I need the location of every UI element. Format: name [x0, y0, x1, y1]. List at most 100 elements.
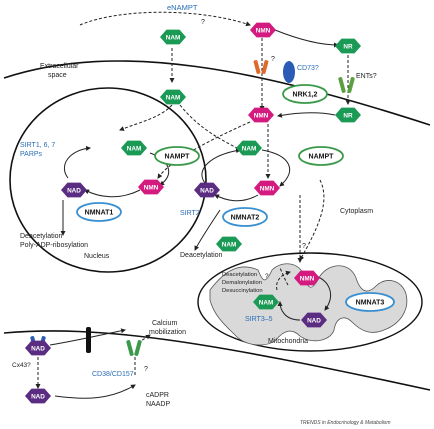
nad-intracellular: NAD — [25, 388, 51, 404]
nam-mitochondria-label: NAM — [259, 299, 274, 306]
nad-nucleus-hexagon — [61, 182, 87, 198]
mitochondria-label: Mitochondria — [268, 338, 308, 345]
nmn-extracellular-label: NMN — [256, 27, 271, 34]
nad-extracellular-hexagon — [25, 340, 51, 356]
nad-mitochondria: NAD — [301, 312, 327, 328]
nad-intracellular-hexagon — [25, 388, 51, 404]
sirt35-label: SIRT3–5 — [245, 316, 273, 323]
mito-reaction-line3: Desuccinylation — [222, 288, 263, 294]
nam-extracellular-hexagon — [160, 29, 186, 45]
nucleus-membrane — [9, 87, 207, 273]
nam-deacetylation-hexagon — [216, 236, 242, 252]
cd73-protein — [283, 61, 295, 83]
ent-transporter — [338, 77, 355, 93]
nam-cytoplasm-hexagon — [236, 140, 262, 156]
nad-mitochondria-label: NAD — [307, 317, 321, 324]
nad-cytoplasm: NAD — [194, 182, 220, 198]
extracellular-label-line1: Extracellular — [40, 63, 79, 70]
mito-question-2: ? — [265, 273, 269, 280]
nr-extracellular-hexagon — [335, 38, 361, 54]
nam-cytoplasm-label: NAM — [242, 145, 257, 152]
sirt-nucleus-line1: SIRT1, 6, 7 — [20, 142, 55, 149]
nam-deacetylation-label: NAM — [222, 241, 237, 248]
nmn-nucleus-hexagon — [138, 179, 164, 195]
nmn-mitochondria: NMN — [294, 270, 320, 286]
nr-cytoplasm-hexagon — [335, 107, 361, 123]
deacetylation-cytoplasm-label: Deacetylation — [180, 252, 223, 259]
nr-cytoplasm: NR — [335, 107, 361, 123]
nmn-mitochondria-hexagon — [294, 270, 320, 286]
nam-nucleus: NAM — [121, 140, 147, 156]
nucleus-label: Nucleus — [84, 253, 110, 260]
nmn-extracellular: NMN — [250, 22, 276, 38]
mito-question: ? — [302, 243, 306, 250]
channel-question: ? — [271, 56, 275, 63]
cx43-label: Cx43? — [12, 362, 31, 369]
nad-extracellular-label: NAD — [31, 345, 45, 352]
deacetylation-nucleus-line1: Deacetylation — [20, 233, 63, 240]
pathway-arrows — [35, 11, 351, 399]
cytoplasm-label: Cytoplasm — [340, 208, 373, 215]
nmn-nucleus-label: NMN — [144, 184, 159, 191]
nmn-mitochondria-label: NMN — [300, 275, 315, 282]
nmn-cytoplasm-hexagon — [254, 180, 280, 196]
cadpr-line1: cADPR — [146, 392, 169, 399]
sirt2-label: SIRT2 — [180, 210, 200, 217]
plasma-membrane-top — [3, 60, 431, 126]
calcium-question: ? — [144, 366, 148, 373]
nad-intracellular-label: NAD — [31, 393, 45, 400]
enzyme-nmnat2-label: NMNAT2 — [231, 215, 260, 222]
nam-extracellular: NAM — [160, 29, 186, 45]
nam-membrane: NAM — [160, 89, 186, 105]
nam-mitochondria-hexagon — [253, 294, 279, 310]
enzyme-nmnat3-label: NMNAT3 — [356, 300, 385, 307]
nad-extracellular: NAD — [25, 340, 51, 356]
enzyme-nrk-label: NRK1,2 — [293, 92, 318, 99]
nmn-cytoplasm-top-hexagon — [248, 107, 274, 123]
ents-label: ENTs? — [356, 73, 377, 80]
nr-extracellular-label: NR — [343, 43, 353, 50]
nad-nucleus-label: NAD — [67, 187, 81, 194]
enzyme-nmnat2 — [222, 207, 268, 227]
enzyme-nmnat1-label: NMNAT1 — [85, 210, 114, 217]
enzyme-nampt-cytoplasm — [298, 146, 344, 166]
nr-cytoplasm-label: NR — [343, 112, 353, 119]
enzyme-nrk — [282, 84, 328, 104]
enzyme-nampt-cytoplasm-label: NAMPT — [309, 154, 335, 161]
deacetylation-nucleus-line2: Poly-ADP-ribosylation — [20, 242, 88, 249]
nam-mitochondria: NAM — [253, 294, 279, 310]
calcium-label-line2: mobilization — [149, 329, 186, 336]
cd38-protein — [86, 327, 91, 353]
nmn-nucleus: NMN — [138, 179, 164, 195]
membrane-channel-orange — [253, 60, 269, 74]
nad-cytoplasm-label: NAD — [200, 187, 214, 194]
nr-extracellular: NR — [335, 38, 361, 54]
nam-nucleus-hexagon — [121, 140, 147, 156]
enzyme-nmnat1 — [76, 202, 122, 222]
enampt-label: eNAMPT — [167, 3, 198, 12]
nad-cytoplasm-hexagon — [194, 182, 220, 198]
enzyme-nampt-nucleus-label: NAMPT — [165, 154, 191, 161]
cd73-label: CD73? — [297, 65, 319, 72]
enzyme-nampt-nucleus — [154, 146, 200, 166]
journal-credit: TRENDS in Endocrinology & Metabolism — [300, 420, 391, 426]
nmn-cytoplasm-top: NMN — [248, 107, 274, 123]
cadpr-line2: NAADP — [146, 401, 170, 408]
nmn-cytoplasm-label: NMN — [260, 185, 275, 192]
calcium-channel — [126, 340, 142, 356]
plasma-membrane-bottom — [3, 330, 431, 391]
nam-membrane-hexagon — [160, 89, 186, 105]
nad-mitochondria-hexagon — [301, 312, 327, 328]
enzyme-nmnat3 — [345, 292, 395, 312]
nam-membrane-label: NAM — [166, 94, 181, 101]
nam-cytoplasm: NAM — [236, 140, 262, 156]
cd38-label: CD38/CD157 — [92, 371, 134, 378]
nam-nucleus-label: NAM — [127, 145, 142, 152]
nad-nucleus: NAD — [61, 182, 87, 198]
mitochondria-inner — [209, 263, 408, 346]
mito-reaction-line1: Deacetylation — [222, 272, 257, 278]
nam-deacetylation: NAM — [216, 236, 242, 252]
extracellular-label-line2: space — [48, 72, 67, 79]
nmn-cytoplasm-top-label: NMN — [254, 112, 269, 119]
nmn-cytoplasm: NMN — [254, 180, 280, 196]
